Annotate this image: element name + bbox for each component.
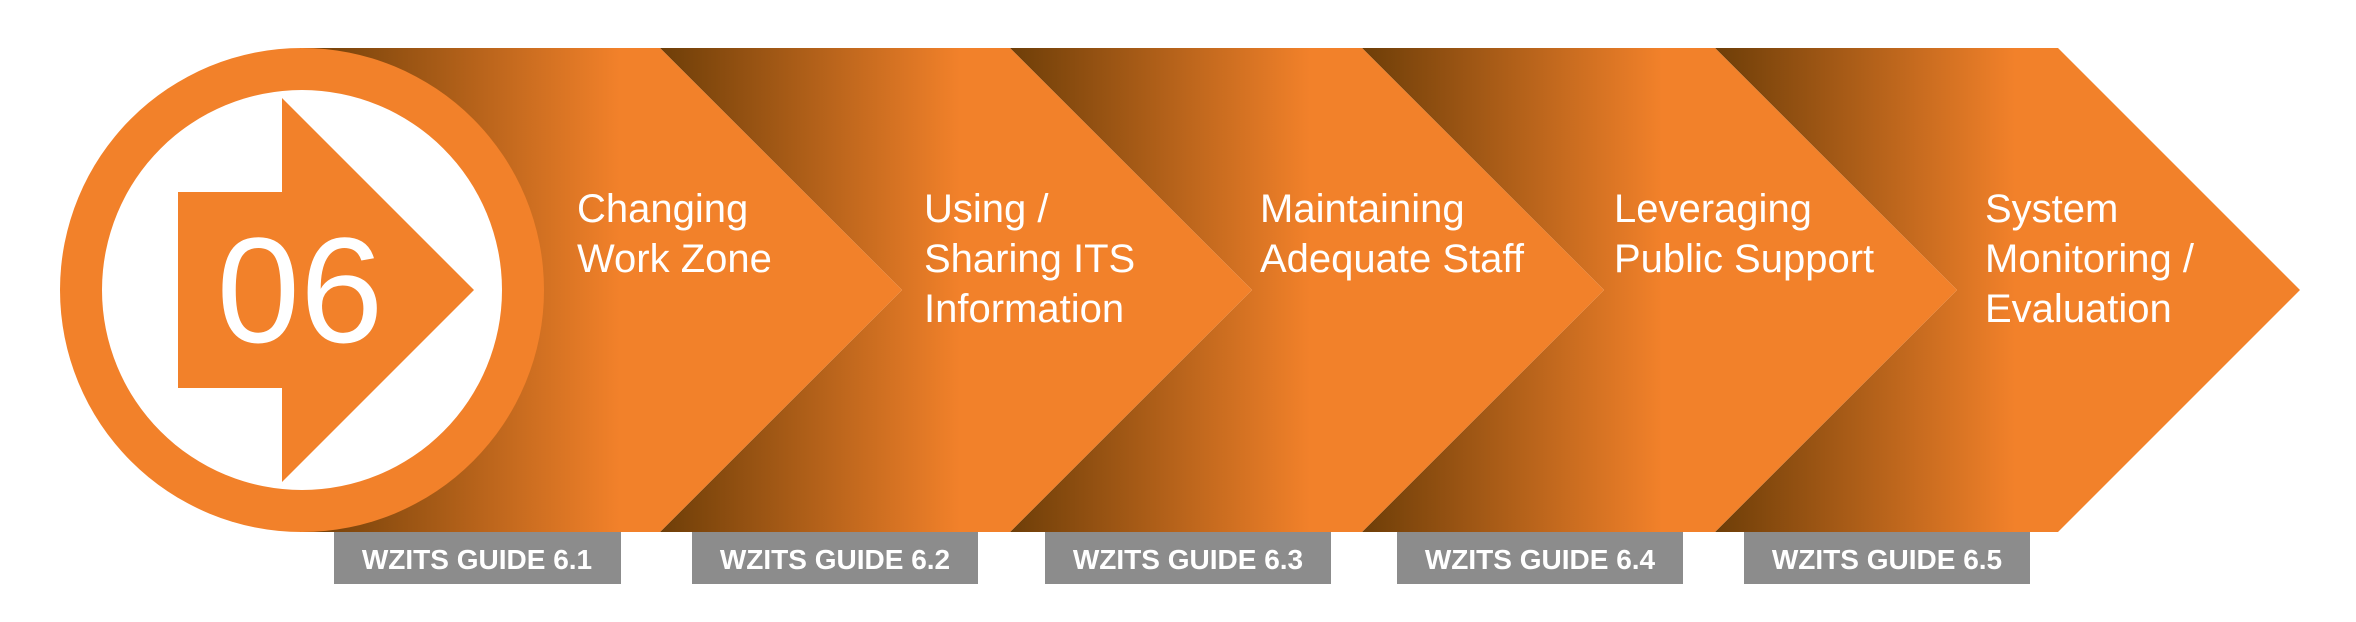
step-label-line: Monitoring /: [1985, 237, 2195, 281]
guide-badge-label: WZITS GUIDE 6.2: [720, 544, 950, 575]
guide-badge-bg: [334, 532, 621, 584]
chevron-step-3: [1010, 48, 1604, 532]
step-label-line: Work Zone: [577, 237, 772, 281]
chevron-step-2: [660, 48, 1252, 532]
step-label-3: Maintaining Adequate Staff: [1260, 187, 1525, 281]
guide-badge-2: WZITS GUIDE 6.2: [692, 532, 978, 584]
guide-badge-bg: [1397, 532, 1683, 584]
guide-badge-5: WZITS GUIDE 6.5: [1744, 532, 2030, 584]
step-label-line: Public Support: [1614, 237, 1874, 281]
step-label-5: System Monitoring / Evaluation: [1985, 187, 2205, 331]
step-label-line: Adequate Staff: [1260, 237, 1525, 281]
guide-badge-bg: [1744, 532, 2030, 584]
chevron-step-4: [1362, 48, 1957, 532]
step-label-line: Using /: [924, 187, 1049, 231]
step-label-line: Changing: [577, 187, 748, 231]
badge-number: 06: [217, 206, 384, 374]
step-label-line: Leveraging: [1614, 187, 1812, 231]
guide-badge-1: WZITS GUIDE 6.1: [334, 532, 621, 584]
step-label-line: System: [1985, 187, 2118, 231]
arrow-right-icon: [178, 98, 474, 482]
guide-badge-3: WZITS GUIDE 6.3: [1045, 532, 1331, 584]
step-label-4: Leveraging Public Support: [1614, 187, 1874, 281]
guide-badge-label: WZITS GUIDE 6.3: [1073, 544, 1303, 575]
step-label-line: Sharing ITS: [924, 237, 1135, 281]
step-label-line: Information: [924, 287, 1124, 331]
guide-badge-label: WZITS GUIDE 6.4: [1425, 544, 1656, 575]
guide-badge-label: WZITS GUIDE 6.1: [362, 544, 592, 575]
step-label-line: Evaluation: [1985, 287, 2172, 331]
step-label-1: Changing Work Zone: [577, 187, 772, 281]
chevron-step-5: [1715, 48, 2300, 532]
step-label-line: Maintaining: [1260, 187, 1465, 231]
guide-badge-bg: [1045, 532, 1331, 584]
guide-badge-label: WZITS GUIDE 6.5: [1772, 544, 2002, 575]
guide-badge-bg: [692, 532, 978, 584]
step-label-2: Using / Sharing ITS Information: [924, 187, 1146, 331]
guide-badge-4: WZITS GUIDE 6.4: [1397, 532, 1683, 584]
